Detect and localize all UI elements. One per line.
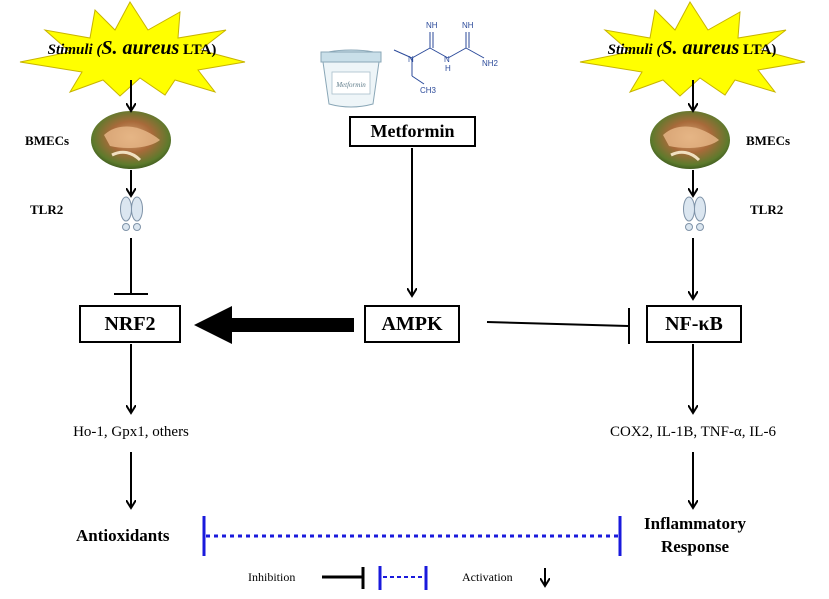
metformin-structure-icon [393,32,485,85]
formula-label-n-1: N [408,55,414,64]
target-genes-left: Ho-1, Gpx1, others [73,424,189,440]
stimuli-starburst-right [579,1,806,97]
stimuli-label-left: Stimuli (S. aureus LTA) [47,37,217,59]
metformin-jar-icon [320,49,382,108]
metformin-box: Metformin [349,116,476,147]
response-label: Response [660,537,729,556]
tlr2-label-left: TLR2 [30,202,64,217]
inhibit-ampk-to-nfkb [486,308,630,344]
formula-label-h: H [445,64,451,73]
formula-label-n-2: N [444,55,450,64]
nrf2-box: NRF2 [79,305,181,343]
tlr2-receptor-icon-left [120,196,143,231]
legend-inhibition-solid-icon [322,567,365,589]
stimuli-starburst-left [19,1,246,97]
bmecs-label-right: BMECs [746,133,791,148]
inflammatory-label: Inflammatory [644,514,746,533]
formula-label-nh-2: NH [462,21,474,30]
legend-activation-label: Activation [462,570,513,584]
thick-arrow-ampk-to-nrf2 [194,306,354,344]
ampk-box: AMPK [364,305,460,343]
legend-inhibition-dotted-icon [378,566,428,590]
formula-label-nh2: NH2 [482,59,499,68]
stimuli-label-right: Stimuli (S. aureus LTA) [607,37,777,59]
formula-label-ch3: CH3 [420,86,437,95]
bmec-cell-left [91,111,171,169]
formula-label-nh-1: NH [426,21,438,30]
inhibit-dotted-line-outcomes [202,516,622,556]
inhibit-tlr2-to-nrf2 [114,238,148,295]
target-genes-right: COX2, IL-1B, TNF-α, IL-6 [610,424,776,440]
tlr2-receptor-icon-right [683,196,706,231]
bmec-cell-right [650,111,730,169]
antioxidants-label: Antioxidants [76,526,170,545]
bmecs-label-left: BMECs [25,133,70,148]
legend-inhibition-label: Inhibition [248,570,296,584]
nfkb-box: NF-κB [646,305,742,343]
tlr2-label-right: TLR2 [750,202,784,217]
jar-label: Metformin [335,81,366,89]
